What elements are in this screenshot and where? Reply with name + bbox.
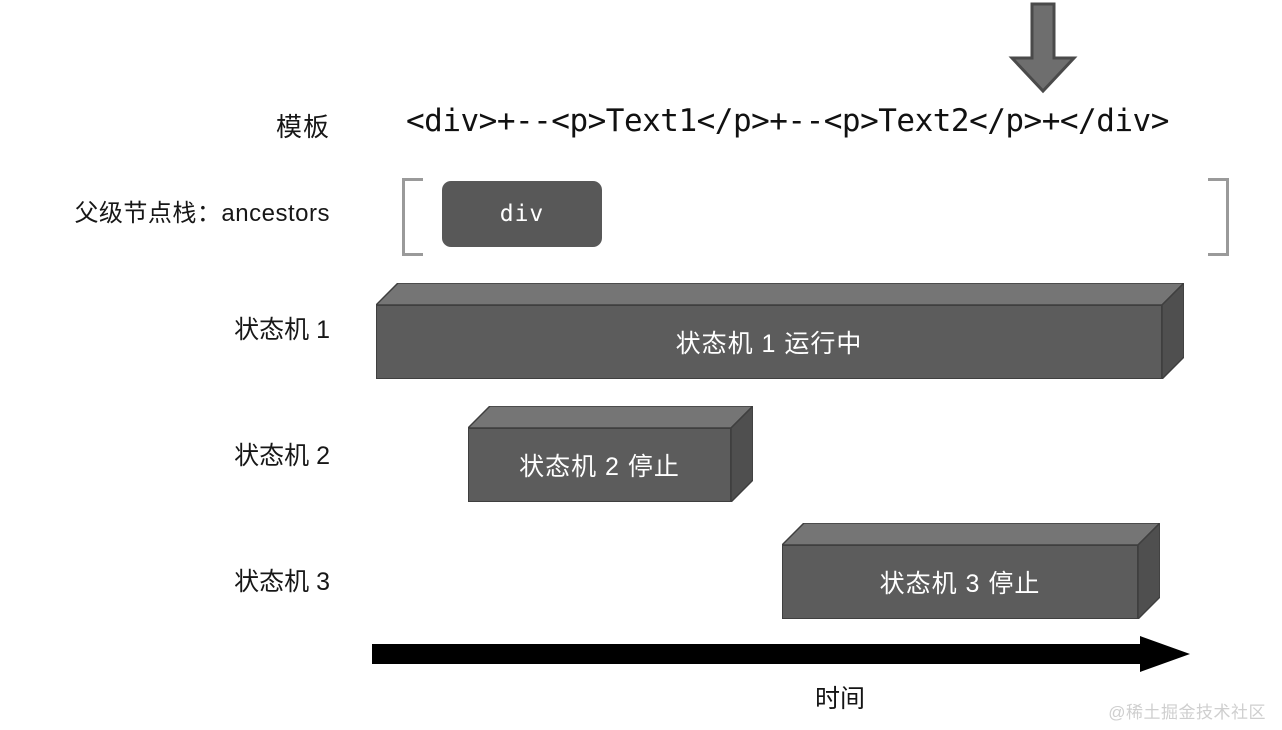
row-label-state-machine-1: 状态机 1 — [234, 316, 330, 344]
state-machine-2-bar: 状态机 2 停止 — [468, 406, 753, 502]
state-machine-3-bar: 状态机 3 停止 — [782, 523, 1160, 619]
state-machine-1-bar-label: 状态机 1 运行中 — [376, 305, 1162, 379]
row-label-state-machine-3: 状态机 3 — [234, 568, 330, 596]
ancestors-node-div: div — [442, 181, 602, 247]
state-machine-3-bar-label: 状态机 3 停止 — [782, 545, 1138, 619]
down-arrow-icon — [1006, 2, 1080, 94]
row-label-ancestors: 父级节点栈：ancestors — [74, 200, 330, 227]
watermark: @稀土掘金技术社区 — [1108, 703, 1266, 722]
row-label-template: 模板 — [275, 112, 330, 142]
row-label-state-machine-2: 状态机 2 — [234, 442, 330, 470]
timeline-axis-arrow — [370, 636, 1192, 680]
template-source-text: <div>+--<p>Text1</p>+--<p>Text2</p>+</di… — [406, 103, 1169, 139]
state-machine-1-bar: 状态机 1 运行中 — [376, 283, 1184, 379]
stack-bracket-left — [402, 178, 423, 256]
timeline-label: 时间 — [814, 685, 865, 713]
state-machine-2-bar-label: 状态机 2 停止 — [468, 428, 731, 502]
stack-bracket-right — [1208, 178, 1229, 256]
